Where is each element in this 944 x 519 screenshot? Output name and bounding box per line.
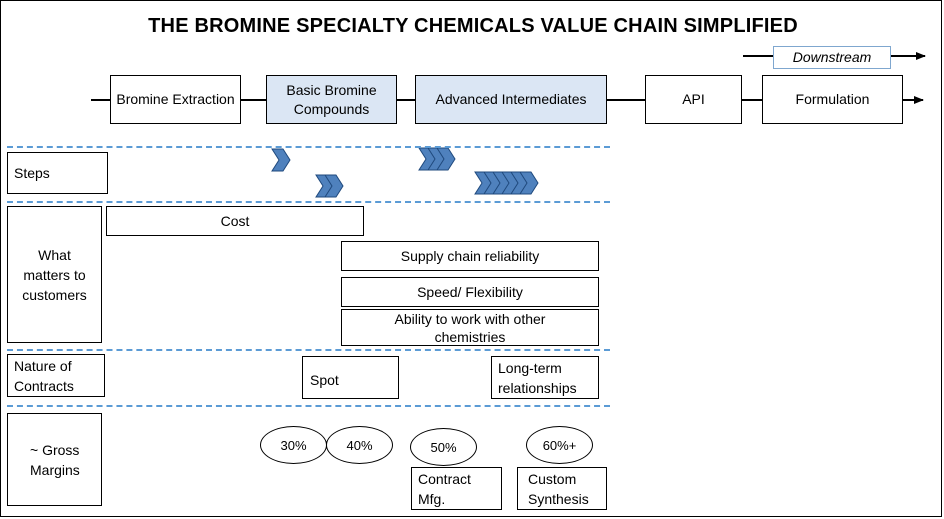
step-chevron <box>519 171 539 195</box>
factor-supply-chain: Supply chain reliability <box>341 241 599 271</box>
row-label-steps: Steps <box>7 152 108 194</box>
chain-formulation: Formulation <box>762 75 903 124</box>
slide-title: THE BROMINE SPECIALTY CHEMICALS VALUE CH… <box>148 15 798 37</box>
steps-chevrons <box>271 147 539 198</box>
margin-50: 50% <box>410 428 477 466</box>
downstream-label: Downstream <box>773 46 891 69</box>
row-label-customers: What matters to customers <box>7 206 102 343</box>
separator-1 <box>7 146 610 148</box>
contract-spot: Spot <box>302 356 399 399</box>
margin-60: 60%+ <box>526 426 593 464</box>
chain-basic-bromine-compounds: Basic Bromine Compounds <box>266 75 397 124</box>
step-chevron <box>436 147 456 171</box>
contract-long-term: Long-term relationships <box>491 356 599 399</box>
margin-label-custom-synthesis: Custom Synthesis <box>517 467 607 510</box>
chain-advanced-intermediates: Advanced Intermediates <box>415 75 607 124</box>
step-chevron <box>324 174 344 198</box>
factor-cost: Cost <box>106 206 364 236</box>
chain-bromine-extraction: Bromine Extraction <box>110 75 241 124</box>
row-label-margins: ~ Gross Margins <box>7 413 102 506</box>
margin-30: 30% <box>260 426 327 464</box>
separator-2 <box>7 201 610 203</box>
separator-3 <box>7 349 610 351</box>
factor-ability: Ability to work with other chemistries <box>341 309 599 346</box>
step-chevron <box>271 148 291 172</box>
margin-label-contract-mfg: Contract Mfg. <box>411 467 502 510</box>
chain-api: API <box>645 75 742 124</box>
separator-4 <box>7 405 610 407</box>
factor-speed: Speed/ Flexibility <box>341 277 599 307</box>
row-label-contracts: Nature of Contracts <box>7 354 105 397</box>
margin-40: 40% <box>326 426 393 464</box>
